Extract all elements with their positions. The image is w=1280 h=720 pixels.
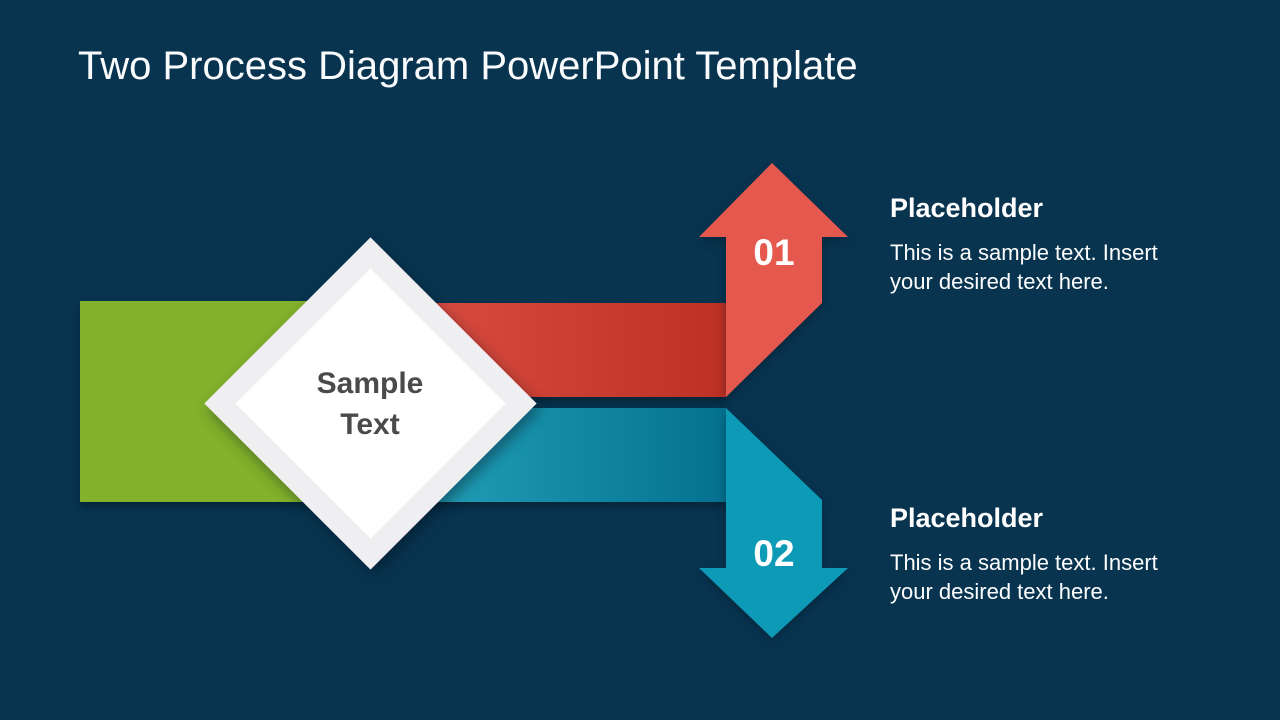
step-1-body: This is a sample text. Insert your desir… xyxy=(890,240,1158,294)
step-1-text-block: Placeholder This is a sample text. Inser… xyxy=(890,193,1160,296)
diamond-label: Sample Text xyxy=(316,367,424,441)
step-2-number: 02 xyxy=(753,533,795,574)
step-2-body: This is a sample text. Insert your desir… xyxy=(890,550,1158,604)
step-1-number: 01 xyxy=(753,232,795,273)
step-2-text-block: Placeholder This is a sample text. Inser… xyxy=(890,503,1160,606)
step-1-heading: Placeholder xyxy=(890,193,1044,223)
slide-title: Two Process Diagram PowerPoint Template xyxy=(78,44,858,88)
step-2-heading: Placeholder xyxy=(890,503,1044,533)
